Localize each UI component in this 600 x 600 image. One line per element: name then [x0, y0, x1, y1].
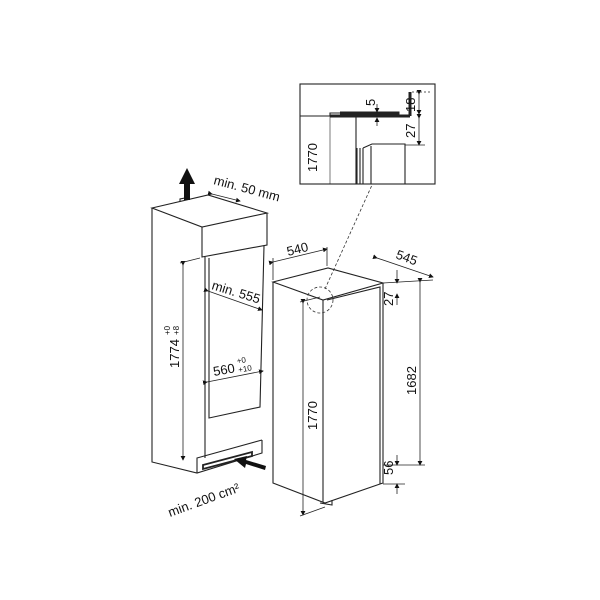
detail-inset: [299, 83, 436, 185]
niche-height-tol-upper: +0: [163, 325, 172, 335]
niche-width-value: 560: [212, 360, 236, 379]
detail-leader-line: [324, 184, 373, 290]
appliance-width-label: 540: [285, 239, 310, 259]
detail-gap-label: 5: [363, 99, 378, 106]
appliance-bottom-offset-label: 56: [381, 461, 396, 475]
appliance-depth-dimension-line: [372, 254, 434, 278]
niche-depth-dimension-line: [203, 287, 263, 311]
detail-top-label: 18: [403, 98, 418, 112]
niche-height-value: 1774: [167, 339, 182, 368]
niche-depth-label: min. 555: [210, 278, 262, 307]
detail-offset-label: 27: [403, 124, 418, 138]
niche-vent-dimension-line: [207, 190, 241, 203]
detail-height-label: 1770: [305, 143, 320, 172]
appliance-top-offset-label: 27: [381, 292, 396, 306]
door-height-label: 1682: [404, 366, 419, 395]
appliance-height-label: 1770: [305, 401, 320, 430]
appliance-body: [271, 267, 386, 506]
niche-vent-bottom-label: min. 200 cm²: [166, 480, 242, 520]
appliance-width-dimension-line: [268, 247, 328, 266]
niche-width-tol-upper: +0: [236, 355, 247, 366]
airflow-in-arrow: [234, 456, 266, 470]
niche-width-dimension-line: [202, 369, 264, 386]
airflow-up-arrow: [179, 168, 195, 200]
niche-width-label: 560 +0 +10: [212, 355, 253, 379]
appliance-depth-label: 545: [394, 247, 420, 269]
niche-height-tol-lower: +8: [172, 325, 181, 335]
niche-height-label: 1774 +0 +8: [163, 325, 182, 368]
niche-width-tol-lower: +10: [238, 363, 253, 374]
